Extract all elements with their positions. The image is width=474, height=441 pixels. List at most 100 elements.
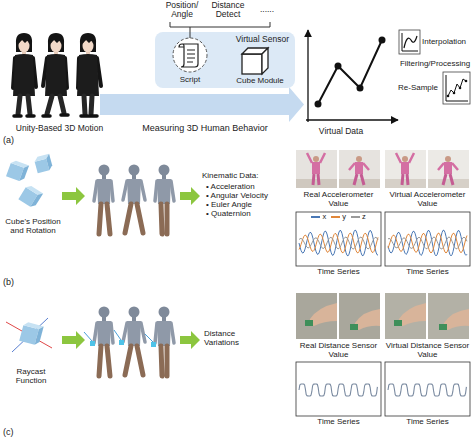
walking-mannequin	[114, 307, 145, 376]
photo-real	[349, 163, 369, 170]
photo-virtual	[385, 293, 426, 339]
raycast-cube	[35, 325, 44, 345]
walking-mannequin	[132, 175, 136, 179]
raycast-cube	[19, 321, 43, 345]
text-label: Filtering/Processing	[398, 60, 472, 69]
waveforms	[299, 230, 467, 396]
walking-mannequin	[99, 346, 110, 376]
raycast-cube	[12, 318, 48, 352]
photo-real	[354, 174, 364, 185]
text-label: Real Distance Sensor Value	[296, 342, 381, 360]
text-label: Raycast Function	[2, 368, 60, 386]
waveform	[299, 384, 377, 396]
interpolation-icon	[399, 30, 420, 54]
interpolation-icon	[399, 30, 420, 54]
cube	[18, 184, 43, 209]
flow-arrow	[62, 187, 85, 205]
cube	[34, 154, 54, 174]
walking-mannequin	[162, 317, 166, 321]
photo-virtual	[438, 163, 458, 170]
text-label: Virtual Distance Sensor Value	[385, 342, 470, 360]
walking-mannequin	[155, 165, 174, 235]
photo-virtual	[394, 320, 402, 326]
photo-virtual	[444, 309, 470, 330]
anime-character	[84, 96, 92, 114]
axis-caption: Time Series	[406, 268, 448, 277]
walking-mannequin	[125, 204, 143, 233]
waveform	[299, 233, 378, 253]
anime-character	[43, 115, 68, 116]
anime-character	[48, 33, 64, 52]
script-icon	[173, 38, 207, 72]
walking-mannequin	[90, 341, 95, 346]
photo-virtual	[428, 150, 469, 188]
walking-mannequin	[159, 165, 170, 176]
walking-mannequin	[99, 204, 110, 234]
axis-caption: Time Series	[317, 268, 359, 277]
virtual-data-chart	[318, 40, 382, 104]
walking-mannequin	[84, 332, 92, 341]
virtual-data-chart	[315, 101, 322, 108]
photo-virtual	[428, 293, 469, 339]
cube	[30, 191, 43, 208]
waveform	[388, 384, 466, 396]
resample-icon	[459, 87, 462, 90]
anime-character	[80, 33, 96, 52]
script-icon	[179, 44, 198, 67]
virtual-data-chart	[306, 30, 398, 122]
photo-real	[356, 156, 362, 162]
time-series-graph: Time Series	[296, 362, 381, 427]
resample-icon	[453, 92, 456, 95]
walking-mannequin	[161, 204, 167, 234]
photo-virtual	[443, 174, 453, 185]
anime-character	[47, 96, 64, 114]
photo-virtual	[401, 162, 409, 174]
text-label: Distance Detect	[206, 1, 250, 20]
walking-mannequin	[123, 165, 145, 234]
virtual-data-chart	[379, 37, 386, 44]
photo-real	[313, 174, 319, 185]
photo-virtual	[385, 179, 426, 188]
photo-real	[296, 293, 337, 339]
text-label: Kinematic Data:	[202, 172, 287, 181]
walking-mannequin	[132, 317, 136, 321]
waveform	[388, 233, 467, 253]
anime-character	[18, 96, 30, 114]
walking-mannequin	[162, 175, 166, 179]
photo-virtual	[396, 153, 414, 163]
photo-virtual	[385, 293, 426, 339]
text-label: Re-Sample	[398, 84, 442, 93]
virtual-data-chart	[307, 30, 308, 122]
text-label: • Euler Angle	[206, 201, 286, 210]
text-label: • Angular Velocity	[206, 192, 286, 201]
legend: xyz	[296, 213, 381, 221]
waveform	[388, 237, 467, 249]
text-label: Distance Variations	[204, 330, 264, 348]
photo-real	[305, 320, 313, 326]
photo-real	[339, 150, 380, 188]
walking-mannequin	[125, 346, 143, 375]
legend-text: y	[342, 213, 346, 221]
waveform	[388, 230, 467, 256]
graph-frame	[385, 212, 470, 266]
flow-arrow	[180, 331, 200, 349]
cube	[6, 159, 29, 182]
resample-icon	[443, 72, 470, 104]
text-label: Cube's Position and Rotation	[2, 218, 64, 236]
anime-character	[17, 36, 31, 44]
script-icon	[187, 50, 195, 62]
raycast-cube	[6, 318, 52, 352]
photo-virtual	[402, 174, 408, 185]
photo-real	[339, 293, 380, 339]
anime-character	[43, 33, 68, 116]
text-label: • Quaternion	[206, 210, 286, 219]
anime-character	[16, 33, 32, 52]
anime-character	[77, 33, 101, 116]
anime-character	[81, 36, 95, 44]
photo-virtual	[444, 162, 452, 174]
photo-virtual	[428, 179, 469, 188]
anime-character	[49, 36, 63, 44]
interpolation-icon	[404, 36, 417, 48]
anime-character	[13, 54, 35, 96]
legend-swatch	[351, 216, 360, 218]
